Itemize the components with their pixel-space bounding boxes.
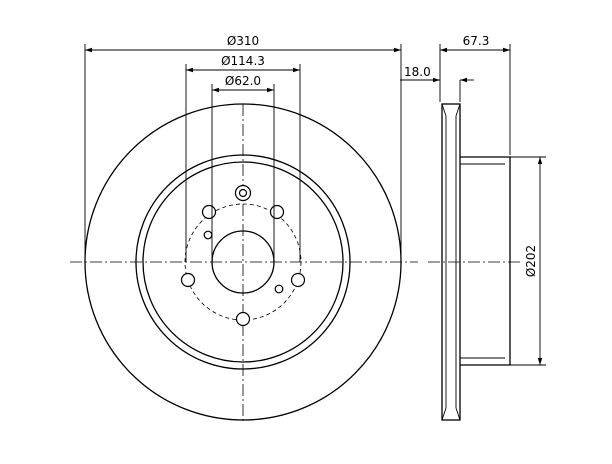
dim-pcd-arrow-left xyxy=(186,67,193,73)
stud-hole xyxy=(201,204,217,220)
dim-hat-arrow-top xyxy=(537,157,543,164)
stud-hole xyxy=(269,204,285,220)
front-dimensions: Ø310 Ø114.3 Ø62.0 xyxy=(84,34,402,262)
dim-height-arrow-right xyxy=(503,47,510,53)
outer-diameter-label: Ø310 xyxy=(227,34,259,48)
bolt-circle xyxy=(184,203,302,321)
dim-outer-arrow-left xyxy=(85,47,92,53)
dim-bore-arrow-right xyxy=(267,87,274,93)
dim-outer-arrow-right xyxy=(394,47,401,53)
marker-hole-inner xyxy=(238,188,248,198)
dim-hat-arrow-bottom xyxy=(537,358,543,365)
dim-thickness-arrow-right xyxy=(460,77,467,83)
vent-chamfer xyxy=(455,103,461,117)
min-thickness-label: 18.0 xyxy=(404,65,431,79)
hat-diameter-label: Ø202 xyxy=(524,245,538,277)
locating-hole xyxy=(203,230,213,240)
vent-chamfer xyxy=(441,103,447,117)
stud-hole xyxy=(290,272,306,288)
front-view xyxy=(70,103,418,424)
pcd-label: Ø114.3 xyxy=(221,54,265,68)
stud-hole xyxy=(180,272,196,288)
dim-bore-arrow-left xyxy=(212,87,219,93)
hat-outer-edge xyxy=(142,161,344,363)
vent-chamfer xyxy=(455,407,461,421)
total-height-label: 67.3 xyxy=(463,34,490,48)
stud-hole xyxy=(235,311,251,327)
dim-thickness-arrow-left xyxy=(433,77,440,83)
friction-ring-inner-edge xyxy=(135,154,351,370)
locating-hole xyxy=(274,284,284,294)
side-view xyxy=(428,103,520,421)
dim-pcd-arrow-right xyxy=(293,67,300,73)
dim-height-arrow-left xyxy=(440,47,447,53)
vent-chamfer xyxy=(441,407,447,421)
side-dimensions: 67.3 18.0 Ø202 xyxy=(400,34,546,366)
center-bore-label: Ø62.0 xyxy=(225,74,261,88)
hat-profile xyxy=(460,156,511,366)
